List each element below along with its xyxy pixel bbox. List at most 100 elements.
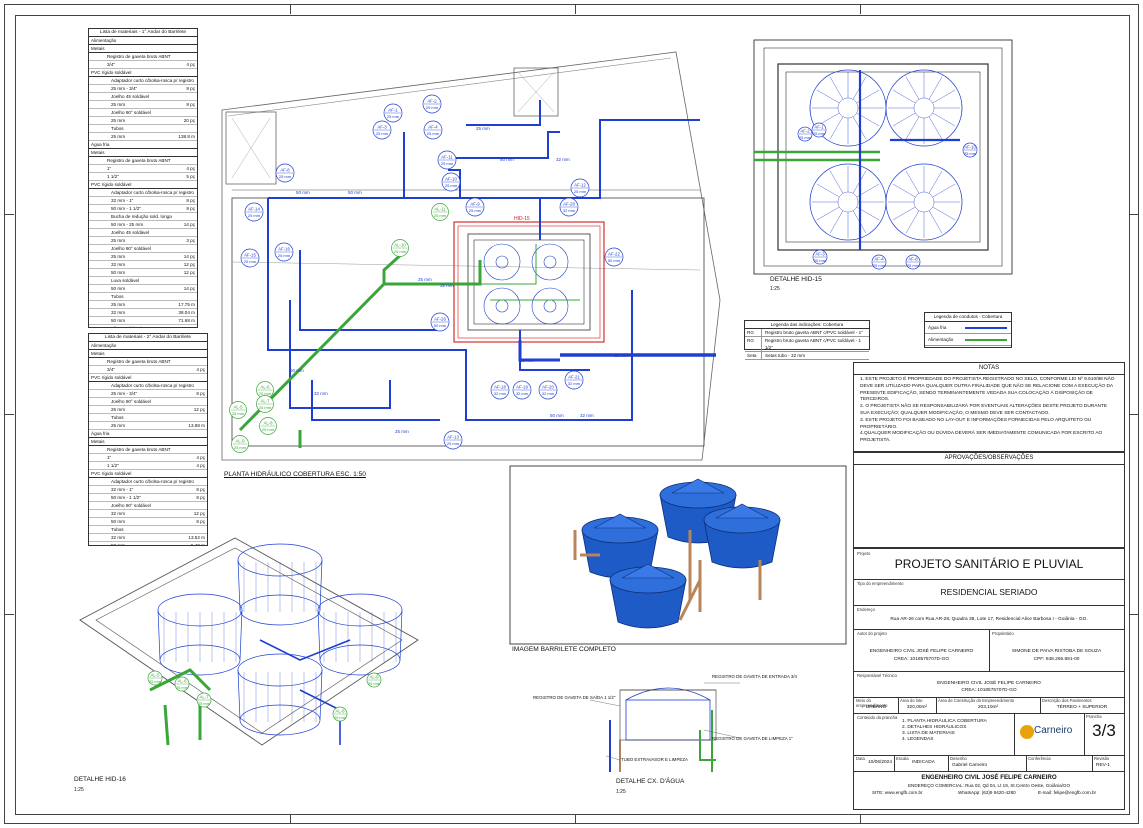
tag-id: AF-14 [248, 207, 260, 212]
material-item: 32 mm - 1" [111, 198, 134, 203]
tag-diameter: 25 mm [427, 131, 440, 136]
material-item: PVC rígido soldável [91, 70, 132, 75]
tag-diameter: 25 mm [441, 161, 454, 166]
material-item: 32 mm [111, 310, 126, 315]
material-item: Registro de gaveta bruto ABNT [107, 447, 171, 452]
material-row: Metais [89, 45, 197, 53]
tank-rib [928, 76, 943, 100]
tag-diameter: 25 mm [279, 174, 292, 179]
material-qty: 12 pç [193, 511, 205, 516]
material-item: Joelho 90° soldável [111, 110, 151, 115]
tag-id: AF-28 [563, 202, 575, 207]
legend-conduit-swatch [965, 339, 1007, 341]
material-qty: 8 pç [196, 495, 205, 500]
material-row: 1"4 pç [89, 454, 207, 462]
tag-id: AF-22 [608, 252, 620, 257]
tag-id: AF-21 [568, 375, 580, 380]
tag-id: AF-10 [964, 145, 976, 150]
material-item: Joelho 45 soldável [111, 230, 150, 235]
tag-id: AF-16 [278, 247, 290, 252]
legend-value: Registro bruto gaveta ABNT c/PVC soldáve… [765, 330, 863, 335]
material-item: Joelho 90° soldável [111, 503, 151, 508]
tank-rib [932, 112, 956, 127]
pipe-tag: AF-925 mm [465, 197, 485, 217]
material-row: Registro de gaveta bruto ABNT [89, 446, 207, 454]
detail-hid15-title: DETALHE HID-15 [770, 276, 822, 283]
material-item: Metais [91, 439, 105, 444]
tag-id: AF-20 [542, 385, 554, 390]
note-item: 3. ESTE PROJETO FOI BASEADO NO LAY-OUT E… [860, 417, 1092, 430]
tag-id: AF-19 [516, 385, 528, 390]
legend-value: Registro bruto gaveta ABNT c/PVC soldáve… [764, 338, 862, 350]
tech-label: Responsável Técnico [857, 673, 897, 678]
tag-id: AL-9 [235, 439, 245, 444]
tank-rib [928, 116, 943, 140]
tank-side [239, 609, 243, 661]
tank-rib [928, 170, 943, 194]
tag-id: AF-26 [434, 317, 446, 322]
pipe-length-label: 50 mm [500, 157, 514, 162]
material-item: Alimentação [91, 343, 117, 348]
tag-id: AL-5 [150, 673, 160, 678]
logo-text: Carneiro [1034, 725, 1073, 736]
env: URBANO [865, 705, 887, 710]
pipe-tag: AF-325 mm [372, 120, 392, 140]
material-qty: 14 pç [183, 222, 195, 227]
material-item: 25 mm [111, 238, 126, 243]
material-item: Água fria [91, 142, 110, 147]
material-item: 32 mm [111, 262, 126, 267]
tag-diameter: 25 mm [387, 114, 400, 119]
pipe-tag: AF-425 mm [871, 254, 887, 270]
rev-label: Revisão [1094, 756, 1110, 761]
material-qty: 13.52 m [188, 535, 205, 540]
render-tank-body [703, 519, 781, 569]
pipe-length-label: 25 mm [418, 277, 432, 282]
material-item: Registro de gaveta bruto ABNT [107, 359, 171, 364]
material-item: Metais [91, 46, 105, 51]
note-item: 4.QUALQUER MODIFICAÇÃO OU DÚVIDA DEVERÁ … [860, 431, 1103, 444]
material-qty: 8 pç [186, 102, 195, 107]
material-qty: 12 pç [183, 270, 195, 275]
material-row: Tubos [89, 414, 207, 422]
owner-label: Proprietário [992, 631, 1014, 636]
material-item: 50 mm - 1 1/2" [111, 495, 141, 500]
render-tank-cap [671, 478, 725, 494]
material-qty: 14 pç [183, 286, 195, 291]
material-item: Adaptador curto c/bolsa-rosca p/ registr… [111, 479, 194, 484]
tank-side [237, 669, 241, 721]
material-row: 3/4"4 pç [89, 366, 207, 374]
material-item: 1 1/2" [107, 463, 119, 468]
material-item: Tê 90 soldável [111, 325, 141, 327]
pipe-tag: AL-625 mm [174, 676, 190, 692]
material-row: Adaptador curto c/bolsa-rosca p/ registr… [89, 189, 197, 197]
legend-key: Seta [745, 352, 762, 359]
tag-id: AL-9 [369, 675, 379, 680]
material-item: 32 mm [111, 535, 126, 540]
tank-rib [905, 76, 920, 100]
plan-hid-label: HID-15 [514, 216, 530, 222]
tank-side [319, 669, 323, 721]
material-row: PVC rígido soldável [89, 470, 207, 478]
material-qty: 8 pç [196, 519, 205, 524]
render-tank-cap [593, 513, 647, 529]
render-pipe [678, 579, 702, 621]
tag-diameter: 25 mm [907, 263, 920, 268]
sheet-number: 3/3 [1092, 721, 1116, 740]
tag-diameter: 25 mm [248, 213, 261, 218]
project-name: PROJETO SANITÁRIO E PLUVIAL [894, 557, 1084, 571]
material-item: Tubos [111, 527, 124, 532]
tag-diameter: 25 mm [198, 701, 211, 706]
area-lot-label: Área do lote [900, 698, 923, 703]
